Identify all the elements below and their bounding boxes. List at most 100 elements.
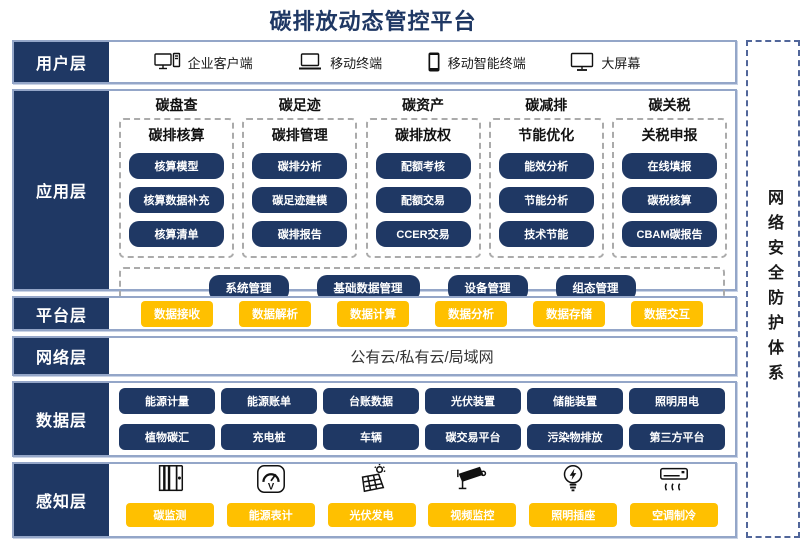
user-item-label: 企业客户端 bbox=[187, 55, 253, 71]
layer-data-label: 数据层 bbox=[14, 383, 109, 455]
user-item-big-screen: 大屏幕 bbox=[570, 52, 640, 72]
data-source-pill: 充电桩 bbox=[221, 424, 317, 450]
app-module-title: 节能优化 bbox=[518, 127, 575, 143]
app-function-pill: 配额考核 bbox=[375, 153, 471, 179]
sense-item-cctv: 视频监控 bbox=[428, 462, 517, 527]
data-source-pill: 储能装置 bbox=[527, 388, 623, 414]
perception-items: 碳监测 V 能源表计 bbox=[109, 462, 735, 536]
sense-item-label: 碳监测 bbox=[125, 503, 214, 527]
platform-pill: 数据交互 bbox=[631, 300, 703, 327]
sense-item-solar-power: 光伏发电 bbox=[327, 462, 416, 527]
layer-platform: 平台层 数据接收 数据解析 数据计算 数据分析 数据存储 数据交互 bbox=[12, 296, 737, 331]
app-function-pill: CCER交易 bbox=[375, 221, 471, 247]
app-function-pill: 核算数据补充 bbox=[129, 187, 224, 213]
layer-platform-label: 平台层 bbox=[14, 298, 109, 329]
smartphone-icon bbox=[427, 52, 441, 72]
application-columns: 碳盘查 碳排核算 核算模型 核算数据补充 核算清单 碳足迹 碳排管理 碳排分析 … bbox=[109, 91, 735, 258]
user-item-label: 大屏幕 bbox=[601, 55, 641, 71]
carbon-monitor-icon bbox=[153, 462, 187, 496]
layer-perception-label: 感知层 bbox=[14, 464, 109, 536]
app-function-pill: 核算模型 bbox=[129, 153, 224, 179]
app-column-carbon-tariff: 碳关税 关税申报 在线填报 碳税核算 CBAM碳报告 bbox=[612, 95, 727, 258]
app-function-pill: 碳排报告 bbox=[252, 221, 348, 247]
sense-item-label: 视频监控 bbox=[428, 503, 517, 527]
user-item-mobile-terminal: 移动终端 bbox=[297, 52, 382, 72]
sense-item-energy-meter: V 能源表计 bbox=[226, 462, 315, 527]
app-column-carbon-inventory: 碳盘查 碳排核算 核算模型 核算数据补充 核算清单 bbox=[119, 95, 234, 258]
desktop-client-icon bbox=[153, 52, 181, 72]
app-function-pill: CBAM碳报告 bbox=[622, 221, 717, 247]
app-function-pill: 节能分析 bbox=[498, 187, 594, 213]
platform-pill: 数据分析 bbox=[435, 300, 507, 327]
app-column-carbon-footprint: 碳足迹 碳排管理 碳排分析 碳足迹建模 碳排报告 bbox=[242, 95, 358, 258]
app-function-pill: 在线填报 bbox=[622, 153, 717, 179]
app-module-title: 碳排放权 bbox=[395, 127, 451, 143]
app-module-box: 关税申报 在线填报 碳税核算 CBAM碳报告 bbox=[612, 118, 727, 258]
user-items: 企业客户端 移动终端 移动智能终端 bbox=[109, 42, 735, 82]
app-module-title: 碳排核算 bbox=[148, 127, 205, 143]
app-module-box: 碳排核算 核算模型 核算数据补充 核算清单 bbox=[119, 118, 234, 258]
app-module-box: 节能优化 能效分析 节能分析 技术节能 bbox=[488, 118, 604, 258]
layer-user-label: 用户层 bbox=[14, 42, 109, 82]
layer-user: 用户层 企业客户端 bbox=[12, 40, 737, 84]
sense-item-air-conditioner: 空调制冷 bbox=[630, 462, 719, 527]
platform-pill: 数据解析 bbox=[239, 300, 311, 327]
platform-pill: 数据计算 bbox=[337, 300, 409, 327]
data-source-pill: 能源计量 bbox=[119, 388, 215, 414]
app-module-title: 关税申报 bbox=[641, 127, 698, 143]
data-row: 植物碳汇 充电桩 车辆 碳交易平台 污染物排放 第三方平台 bbox=[113, 424, 731, 450]
data-grid: 能源计量 能源账单 台账数据 光伏装置 储能装置 照明用电 植物碳汇 充电桩 车… bbox=[109, 383, 735, 455]
app-function-pill: 技术节能 bbox=[498, 221, 594, 247]
user-item-label: 移动终端 bbox=[330, 55, 383, 71]
laptop-icon bbox=[297, 52, 323, 72]
app-function-pill: 碳税核算 bbox=[622, 187, 717, 213]
app-function-pill: 核算清单 bbox=[129, 221, 224, 247]
data-source-pill: 车辆 bbox=[323, 424, 419, 450]
app-column-carbon-asset: 碳资产 碳排放权 配额考核 配额交易 CCER交易 bbox=[365, 95, 481, 258]
layer-application-label: 应用层 bbox=[14, 91, 109, 289]
app-function-pill: 碳排分析 bbox=[252, 153, 348, 179]
sense-item-light-socket: 照明插座 bbox=[529, 462, 618, 527]
app-function-pill: 配额交易 bbox=[375, 187, 471, 213]
layer-network: 网络层 公有云/私有云/局域网 bbox=[12, 336, 737, 376]
data-source-pill: 第三方平台 bbox=[629, 424, 725, 450]
app-module-box: 碳排管理 碳排分析 碳足迹建模 碳排报告 bbox=[242, 118, 358, 258]
page-title: 碳排放动态管控平台 bbox=[269, 9, 477, 34]
layer-network-label: 网络层 bbox=[14, 338, 109, 374]
data-source-pill: 台账数据 bbox=[323, 388, 419, 414]
app-category: 碳盘查 bbox=[155, 97, 198, 113]
platform-pill: 数据接收 bbox=[141, 300, 213, 327]
app-category: 碳资产 bbox=[402, 97, 444, 113]
data-source-pill: 污染物排放 bbox=[527, 424, 623, 450]
application-content: 碳盘查 碳排核算 核算模型 核算数据补充 核算清单 碳足迹 碳排管理 碳排分析 … bbox=[109, 91, 735, 309]
user-item-label: 移动智能终端 bbox=[447, 55, 526, 71]
platform-pill: 数据存储 bbox=[533, 300, 605, 327]
air-conditioner-icon bbox=[657, 462, 691, 496]
layer-perception: 感知层 碳监测 bbox=[12, 462, 737, 538]
solar-power-icon bbox=[355, 462, 389, 496]
data-source-pill: 光伏装置 bbox=[425, 388, 521, 414]
platform-items: 数据接收 数据解析 数据计算 数据分析 数据存储 数据交互 bbox=[109, 298, 735, 329]
data-source-pill: 能源账单 bbox=[221, 388, 317, 414]
data-source-pill: 照明用电 bbox=[629, 388, 725, 414]
app-module-box: 碳排放权 配额考核 配额交易 CCER交易 bbox=[365, 118, 481, 258]
app-category: 碳足迹 bbox=[278, 97, 321, 113]
sense-item-label: 光伏发电 bbox=[327, 503, 416, 527]
sense-item-carbon-monitor: 碳监测 bbox=[125, 462, 214, 527]
app-function-pill: 碳足迹建模 bbox=[252, 187, 348, 213]
data-source-pill: 碳交易平台 bbox=[425, 424, 521, 450]
security-sidebar: 网络安全防护体系 bbox=[746, 40, 800, 538]
app-category: 碳关税 bbox=[648, 97, 691, 113]
sense-item-label: 空调制冷 bbox=[630, 503, 719, 527]
data-source-pill: 植物碳汇 bbox=[119, 424, 215, 450]
user-item-enterprise-client: 企业客户端 bbox=[153, 52, 253, 72]
layer-application: 应用层 碳盘查 碳排核算 核算模型 核算数据补充 核算清单 碳足迹 碳排管理 bbox=[12, 89, 737, 309]
layer-data: 数据层 能源计量 能源账单 台账数据 光伏装置 储能装置 照明用电 植物碳汇 充… bbox=[12, 381, 737, 457]
sense-item-label: 照明插座 bbox=[529, 503, 618, 527]
sense-item-label: 能源表计 bbox=[226, 503, 315, 527]
app-category: 碳减排 bbox=[525, 97, 568, 113]
security-sidebar-label: 网络安全防护体系 bbox=[765, 189, 782, 389]
data-row: 能源计量 能源账单 台账数据 光伏装置 储能装置 照明用电 bbox=[113, 388, 731, 414]
svg-text:V: V bbox=[268, 481, 275, 492]
